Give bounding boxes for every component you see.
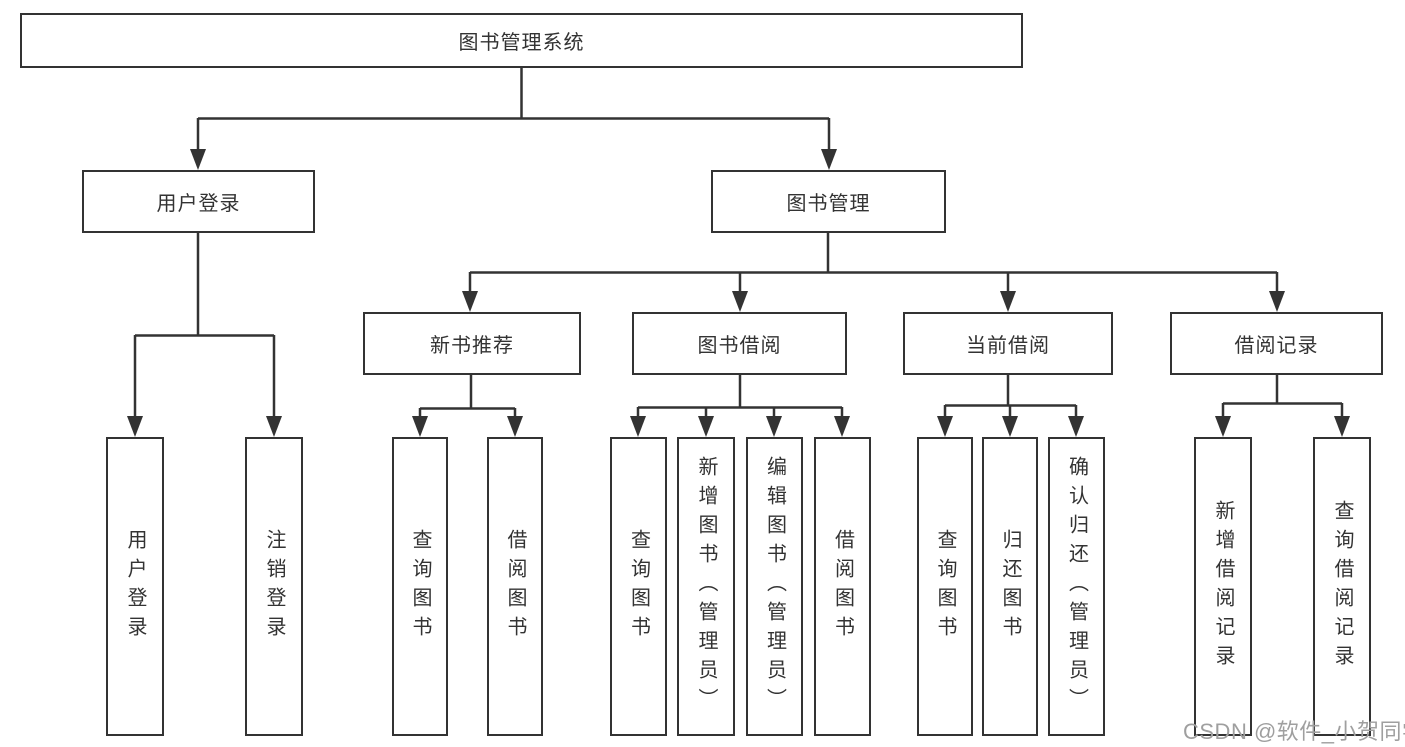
connector-new-book-children xyxy=(412,375,523,437)
leaf-query-books-2: 查询图书 xyxy=(610,437,667,736)
leaf-label: 新增图书（管理员） xyxy=(695,456,717,717)
leaf-label: 用户登录 xyxy=(124,528,146,645)
node-label: 图书管理系统 xyxy=(458,32,585,54)
leaf-label: 查询图书 xyxy=(934,528,956,645)
leaf-add-borrow-record: 新增借阅记录 xyxy=(1194,437,1252,736)
node-label: 新书推荐 xyxy=(430,335,514,357)
connector-book-management-children xyxy=(462,233,1285,312)
connector-user-login-children xyxy=(127,233,282,437)
node-book-borrow: 图书借阅 xyxy=(632,312,847,375)
leaf-label: 借阅图书 xyxy=(831,528,854,645)
connector-current-borrow-children xyxy=(937,375,1084,437)
leaf-edit-book-admin: 编辑图书（管理员） xyxy=(746,437,803,736)
leaf-label: 借阅图书 xyxy=(504,528,526,645)
leaf-return-book: 归还图书 xyxy=(982,437,1038,736)
node-book-management: 图书管理 xyxy=(711,170,946,233)
leaf-label: 确认归还（管理员） xyxy=(1065,456,1088,717)
leaf-label: 新增借阅记录 xyxy=(1212,499,1234,674)
leaf-borrow-books-1: 借阅图书 xyxy=(487,437,543,736)
leaf-label: 归还图书 xyxy=(999,528,1021,645)
connector-borrow-record-children xyxy=(1215,375,1350,437)
connector-root-to-level2 xyxy=(190,68,837,170)
connector-book-borrow-children xyxy=(630,375,850,437)
leaf-user-login: 用户登录 xyxy=(106,437,164,736)
node-label: 图书借阅 xyxy=(697,335,782,357)
leaf-query-books-3: 查询图书 xyxy=(917,437,973,736)
node-current-borrow: 当前借阅 xyxy=(903,312,1113,375)
node-library-management-system: 图书管理系统 xyxy=(20,13,1023,68)
leaf-borrow-books-2: 借阅图书 xyxy=(814,437,871,736)
node-borrow-record: 借阅记录 xyxy=(1170,312,1383,375)
node-user-login: 用户登录 xyxy=(82,170,315,233)
leaf-query-books-1: 查询图书 xyxy=(392,437,448,736)
node-label: 图书管理 xyxy=(786,193,871,215)
node-new-book-recommend: 新书推荐 xyxy=(363,312,581,375)
leaf-confirm-return-admin: 确认归还（管理员） xyxy=(1048,437,1105,736)
leaf-label: 查询借阅记录 xyxy=(1331,499,1353,674)
leaf-label: 注销登录 xyxy=(263,528,285,645)
leaf-add-book-admin: 新增图书（管理员） xyxy=(677,437,735,736)
leaf-logout: 注销登录 xyxy=(245,437,303,736)
node-label: 借阅记录 xyxy=(1234,335,1319,357)
node-label: 用户登录 xyxy=(156,193,241,215)
leaf-label: 编辑图书（管理员） xyxy=(763,456,786,717)
leaf-label: 查询图书 xyxy=(627,528,650,645)
watermark: CSDN @软件_小贺同学 xyxy=(1183,719,1405,744)
leaf-label: 查询图书 xyxy=(409,528,431,645)
leaf-query-borrow-record: 查询借阅记录 xyxy=(1313,437,1371,736)
node-label: 当前借阅 xyxy=(966,335,1050,357)
